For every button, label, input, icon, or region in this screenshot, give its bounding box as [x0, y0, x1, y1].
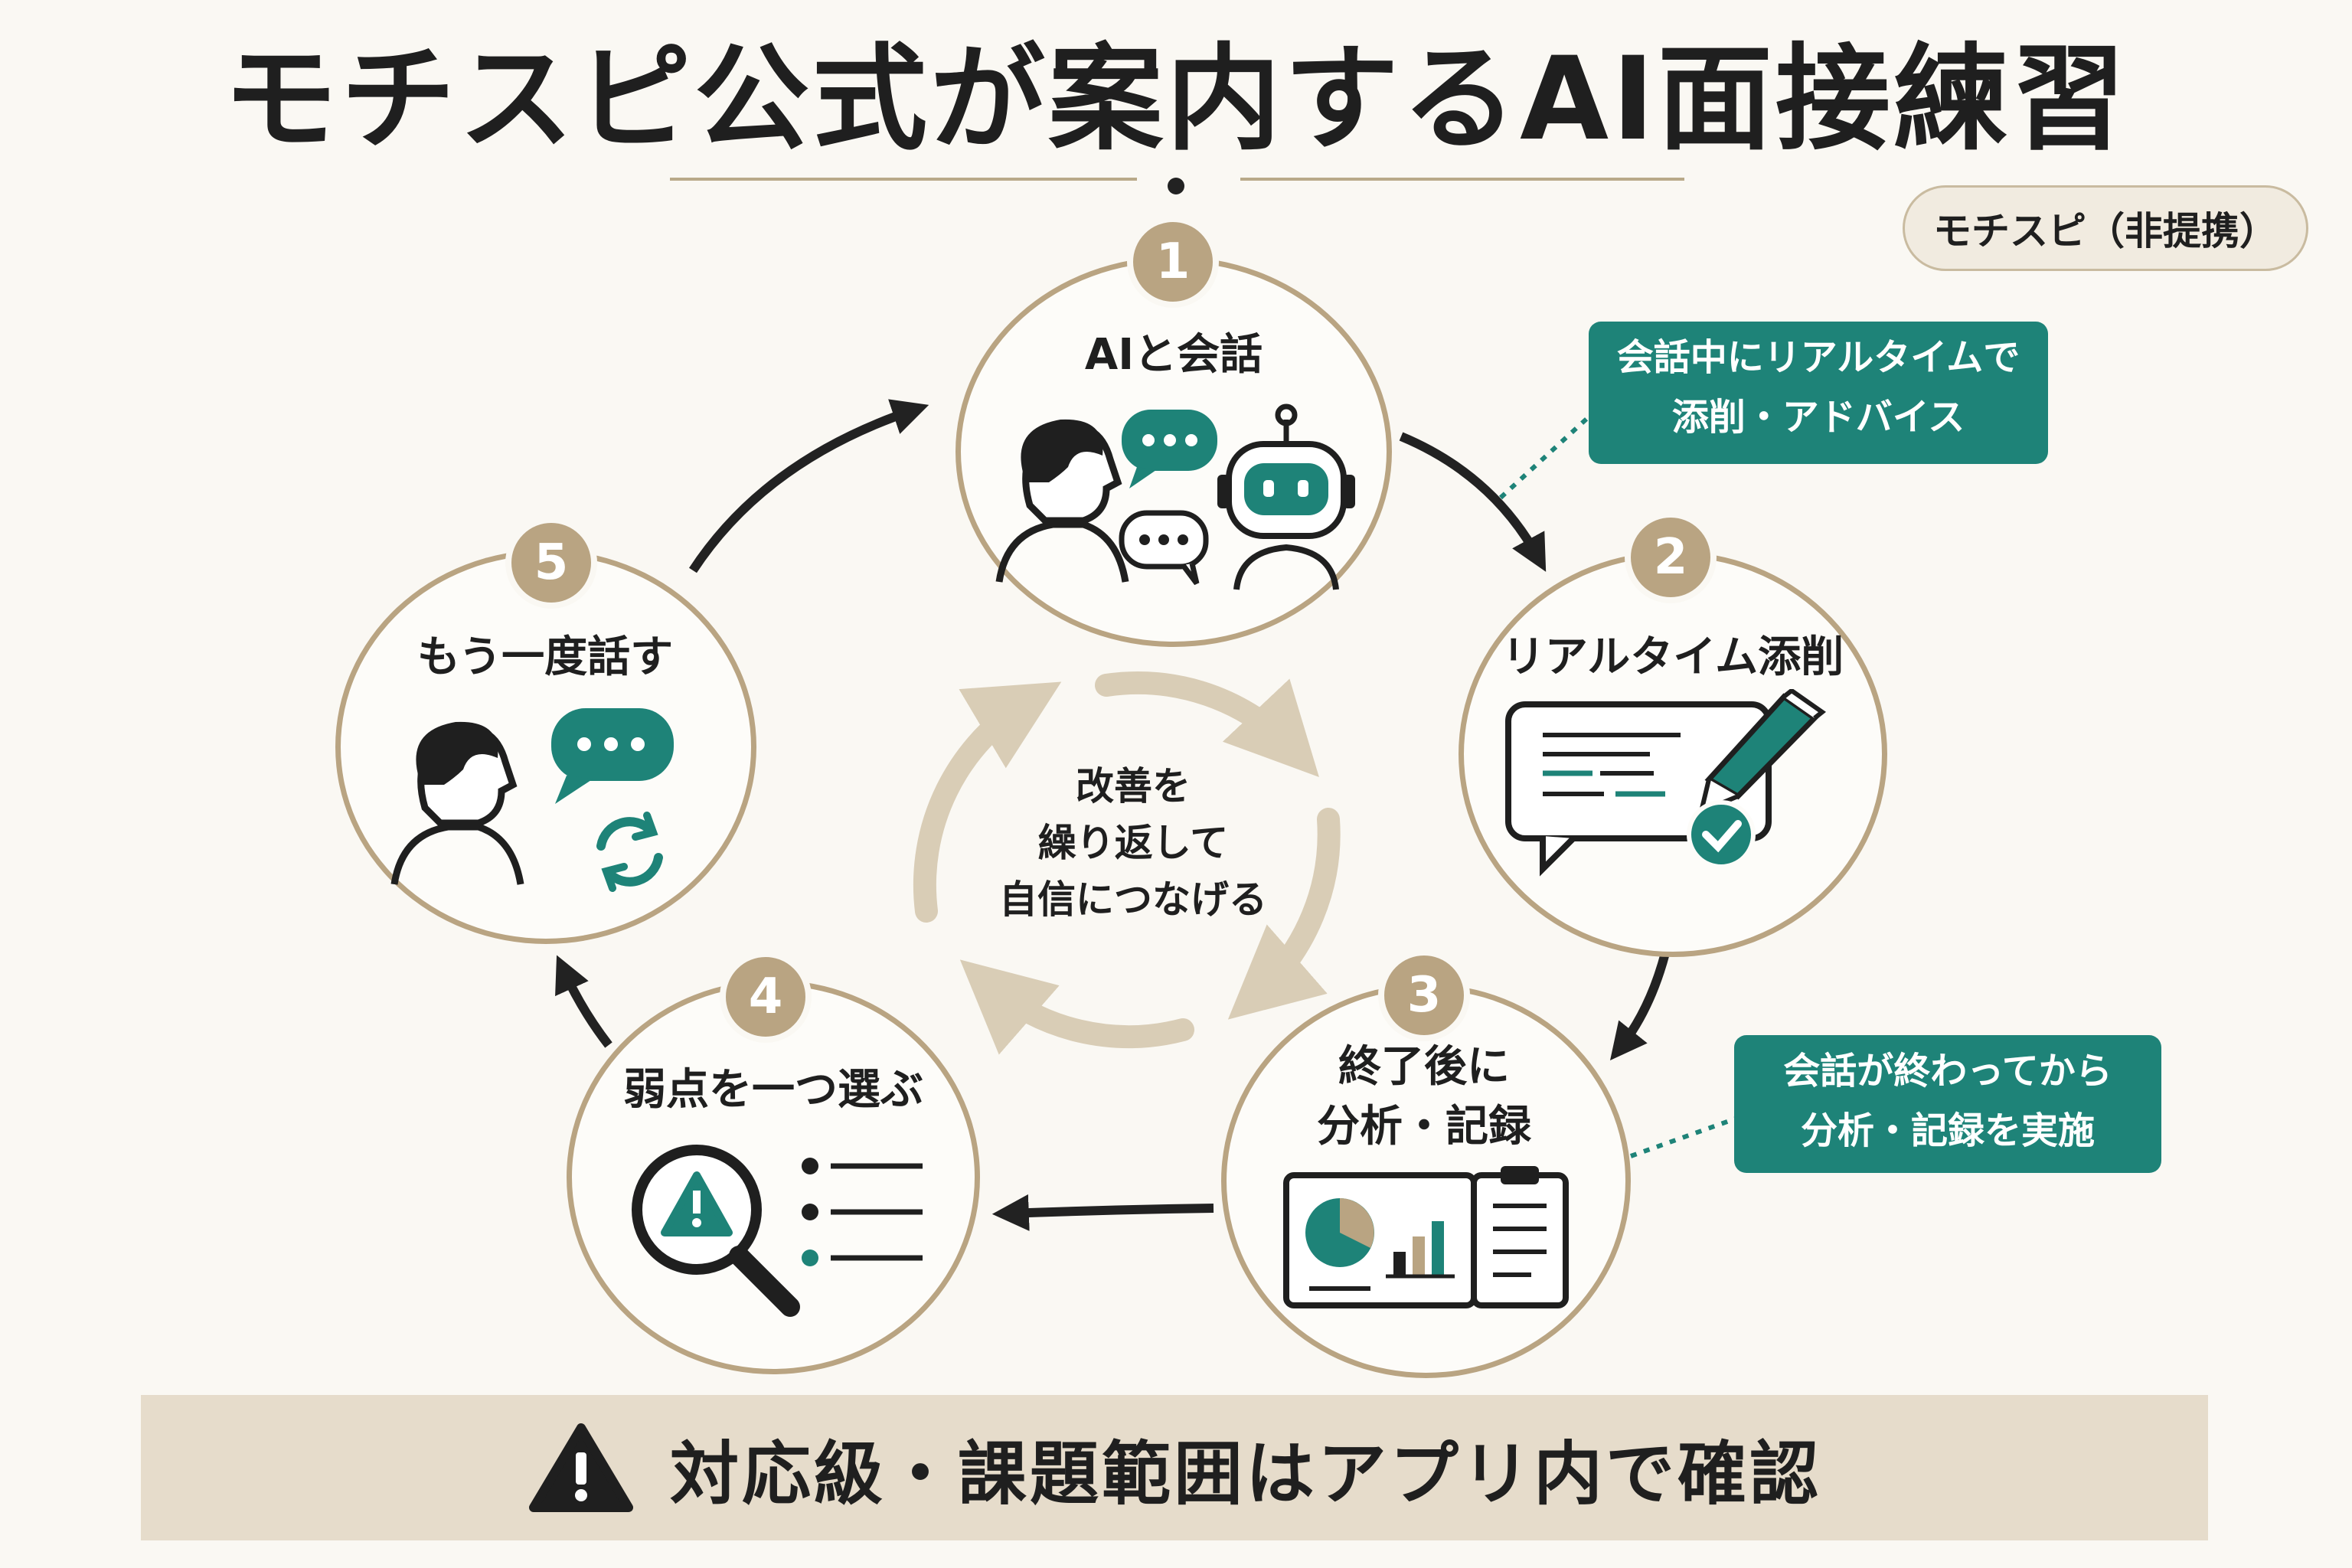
clipboard-icon	[1471, 1166, 1569, 1308]
warning-icon	[529, 1423, 633, 1512]
arrow-1-to-2	[1399, 432, 1547, 572]
step-5-illustration	[390, 708, 674, 892]
speech-bubble-icon	[1119, 510, 1209, 586]
list-icon	[802, 1158, 923, 1266]
step-2-illustration	[1505, 689, 1827, 877]
step-2-label: リアルタイム添削	[1501, 632, 1844, 682]
speech-bubble-icon	[551, 708, 674, 804]
step-4-illustration	[632, 1145, 923, 1317]
title-divider-dot	[1168, 178, 1184, 194]
step-4-label: 弱点を一つ選ぶ	[623, 1065, 923, 1115]
title-divider-right	[1240, 178, 1684, 181]
page-title: モチスピ公式が案内するAI面接練習	[223, 33, 2129, 166]
warning-icon	[661, 1171, 733, 1236]
step-3-illustration	[1283, 1166, 1569, 1308]
robot-icon	[1217, 403, 1355, 590]
speech-bubble-icon	[1122, 410, 1217, 488]
step-3-label: 終了後に 分析・記録	[1317, 1042, 1531, 1152]
step-1-number: 1	[1127, 216, 1219, 308]
callout-realtime: 会話中にリアルタイムで 添削・アドバイス	[1589, 322, 2048, 464]
callout-1-leader	[1498, 411, 1595, 500]
bar-chart-icon	[1386, 1221, 1455, 1279]
center-message: 改善を 繰り返して 自信につなげる	[999, 764, 1267, 922]
step-4-circle	[567, 980, 980, 1374]
arrow-3-to-4	[991, 1194, 1214, 1231]
pie-chart-icon	[1305, 1198, 1374, 1267]
person-icon	[995, 419, 1129, 583]
step-4-number: 4	[720, 951, 812, 1043]
cycle-arrows-icon	[913, 671, 1341, 1055]
check-icon	[1687, 800, 1756, 869]
callout-analysis: 会話が終わってから 分析・記録を実施	[1734, 1035, 2161, 1173]
arrow-2-to-3	[1610, 952, 1670, 1060]
refresh-icon	[596, 812, 663, 892]
step-1-illustration	[995, 403, 1355, 590]
step-1-label: AIと会話	[1084, 330, 1263, 380]
step-2-number: 2	[1625, 511, 1717, 603]
step-3-number: 3	[1378, 949, 1470, 1041]
arrow-4-to-5	[555, 955, 612, 1048]
footer-text: 対応級・課題範囲はアプリ内で確認	[670, 1434, 1821, 1514]
source-badge: モチスピ（非提携）	[1903, 185, 2308, 271]
title-divider-left	[670, 178, 1137, 181]
step-5-number: 5	[505, 517, 597, 609]
arrow-5-to-1	[688, 399, 929, 573]
step-5-label: もう一度話す	[416, 632, 674, 682]
footer-notice: 対応級・課題範囲はアプリ内で確認	[141, 1395, 2208, 1540]
callout-2-leader	[1629, 1116, 1740, 1158]
person-icon	[390, 721, 524, 885]
